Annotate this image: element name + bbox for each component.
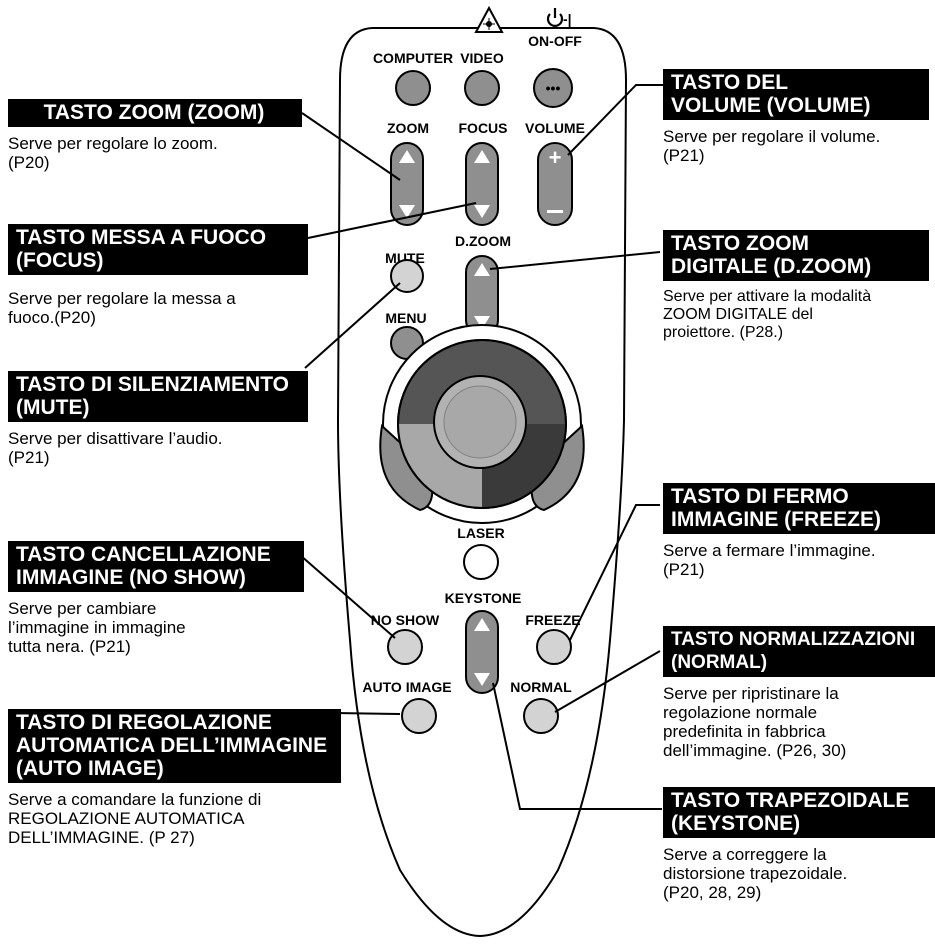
mute-callout-description: Serve per disattivare l’audio. (P21) (8, 429, 308, 467)
normal-callout: TASTO NORMALIZZAZIONI (NORMAL) Serve per… (663, 626, 935, 760)
d-zoom-callout: TASTO ZOOM DIGITALE (D.ZOOM) Serve per a… (663, 230, 929, 342)
laser-warning-icon (476, 8, 502, 32)
zoom-label: ZOOM (387, 120, 429, 136)
video-label: VIDEO (460, 50, 504, 66)
laser-label: LASER (457, 525, 504, 541)
volume-callout-description: Serve per regolare il volume. (P21) (663, 127, 929, 165)
freeze-label: FREEZE (525, 612, 580, 628)
power-symbol-text: -| (563, 11, 572, 27)
zoom-callout-title: TASTO ZOOM (ZOOM) (8, 99, 302, 127)
directional-pad[interactable] (380, 325, 583, 523)
d-zoom-callout-description: Serve per attivare la modalità ZOOM DIGI… (663, 288, 929, 342)
volume-callout: TASTO DEL VOLUME (VOLUME) Serve per rego… (663, 69, 929, 165)
mute-callout: TASTO DI SILENZIAMENTO (MUTE) Serve per … (8, 371, 308, 467)
freeze-button[interactable] (537, 630, 571, 664)
power-icon (548, 8, 562, 26)
volume-minus (547, 210, 563, 213)
focus-button[interactable] (466, 143, 498, 225)
no-show-callout-description: Serve per cambiare l’immagine in immagin… (8, 599, 304, 656)
on-off-dots: ••• (546, 80, 561, 96)
volume-callout-title: TASTO DEL VOLUME (VOLUME) (663, 69, 929, 120)
keystone-callout-title: TASTO TRAPEZOIDALE (KEYSTONE) (663, 787, 935, 838)
laser-button[interactable] (464, 545, 498, 579)
keystone-label: KEYSTONE (445, 590, 522, 606)
mute-callout-title: TASTO DI SILENZIAMENTO (MUTE) (8, 371, 308, 422)
freeze-callout-title: TASTO DI FERMO IMMAGINE (FREEZE) (663, 483, 935, 534)
d-zoom-callout-title: TASTO ZOOM DIGITALE (D.ZOOM) (663, 230, 929, 281)
auto-image-label: AUTO IMAGE (362, 679, 451, 695)
auto-image-callout-description: Serve a comandare la funzione di REGOLAZ… (8, 790, 341, 847)
volume-label: VOLUME (525, 120, 585, 136)
no-show-callout-title: TASTO CANCELLAZIONE IMMAGINE (NO SHOW) (8, 541, 304, 592)
menu-label: MENU (385, 310, 426, 326)
keystone-button[interactable] (466, 611, 498, 693)
freeze-callout: TASTO DI FERMO IMMAGINE (FREEZE) Serve a… (663, 483, 935, 579)
keystone-callout: TASTO TRAPEZOIDALE (KEYSTONE) Serve a co… (663, 787, 935, 902)
on-off-label: ON-OFF (528, 33, 582, 49)
auto-image-leader-line (335, 713, 400, 714)
volume-button[interactable]: + (538, 143, 572, 225)
normal-button[interactable] (524, 699, 558, 733)
freeze-callout-description: Serve a fermare l’immagine. (P21) (663, 541, 935, 579)
computer-button[interactable] (396, 71, 430, 105)
video-button[interactable] (465, 71, 499, 105)
auto-image-callout: TASTO DI REGOLAZIONE AUTOMATICA DELL’IMM… (8, 709, 341, 847)
normal-label: NORMAL (510, 679, 572, 695)
normal-callout-title: TASTO NORMALIZZAZIONI (NORMAL) (663, 626, 935, 677)
focus-callout-title: TASTO MESSA A FUOCO (FOCUS) (8, 224, 308, 275)
zoom-callout: TASTO ZOOM (ZOOM) Serve per regolare lo … (8, 99, 302, 172)
focus-label: FOCUS (459, 120, 508, 136)
volume-plus: + (549, 145, 562, 170)
auto-image-button[interactable] (402, 699, 436, 733)
normal-callout-description: Serve per ripristinare la regolazione no… (663, 684, 935, 760)
keystone-callout-description: Serve a correggere la distorsione trapez… (663, 845, 935, 902)
focus-callout-description: Serve per regolare la messa a fuoco.(P20… (8, 289, 308, 327)
computer-label: COMPUTER (373, 50, 453, 66)
d-zoom-label: D.ZOOM (455, 233, 511, 249)
no-show-callout: TASTO CANCELLAZIONE IMMAGINE (NO SHOW) S… (8, 541, 304, 656)
auto-image-callout-title: TASTO DI REGOLAZIONE AUTOMATICA DELL’IMM… (8, 709, 341, 783)
zoom-button[interactable] (391, 143, 423, 225)
focus-callout: TASTO MESSA A FUOCO (FOCUS) Serve per re… (8, 224, 308, 327)
zoom-callout-description: Serve per regolare lo zoom. (P20) (8, 134, 302, 172)
